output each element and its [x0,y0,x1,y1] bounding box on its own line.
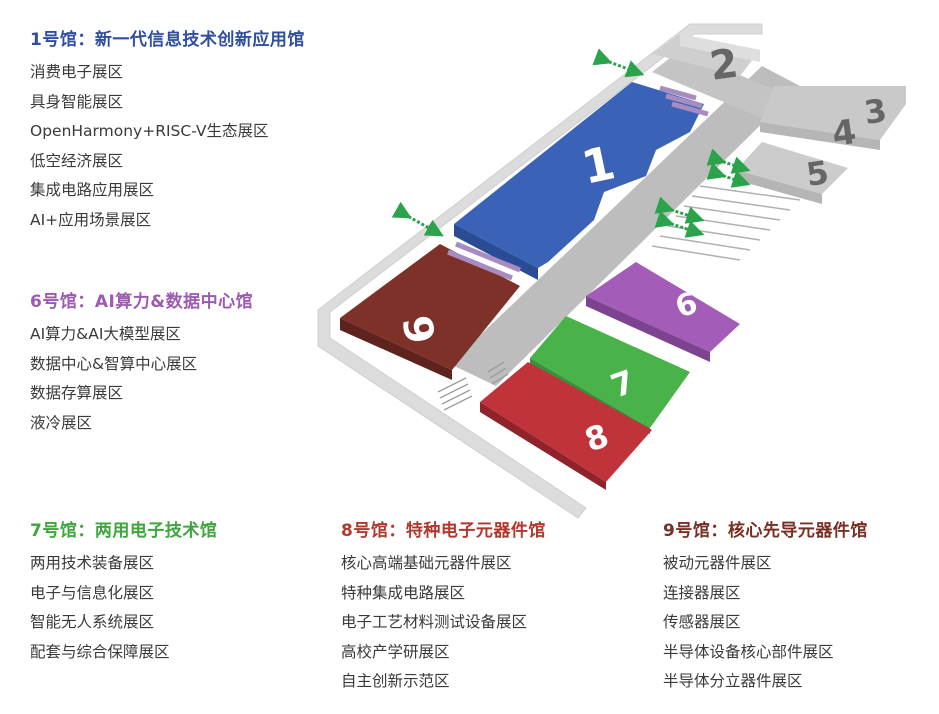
list-item: 智能无人系统展区 [30,613,155,631]
hall-5[interactable]: 5 [736,142,848,204]
hall-7-title: 7号馆：两用电子技术馆 [30,521,218,541]
list-item: AI算力&AI大模型展区 [30,325,181,343]
hall-4-label: 4 [830,112,859,155]
list-item: 被动元器件展区 [663,554,772,572]
hall-9-legend: 9号馆：核心先导元器件馆 被动元器件展区 连接器展区 传感器展区 半导体设备核心… [663,519,868,697]
hall-6[interactable]: 6 [586,262,740,362]
list-item: 电子工艺材料测试设备展区 [341,613,528,631]
list-item: 集成电路应用展区 [30,181,155,199]
hall-5-label: 5 [804,153,831,194]
list-item: 传感器展区 [663,613,741,631]
list-item: 电子与信息化展区 [30,583,155,602]
hall-9-connectors [447,241,521,281]
hall-3-label: 3 [862,91,889,132]
hall-9[interactable]: 9 [340,244,520,380]
entrance-stairs [437,361,509,411]
list-item: AI+应用场景展区 [30,210,152,229]
hall-8[interactable]: 8 [480,362,652,490]
list-item: 数据中心&智算中心展区 [30,354,198,373]
list-item: 具身智能展区 [30,92,124,111]
hall-1-connectors [659,85,709,117]
hall-1[interactable]: 1 [454,82,704,280]
north-corridor [652,50,790,118]
hall-2-label: 2 [707,40,741,89]
hall-1-legend: 1号馆：新一代信息技术创新应用馆 消费电子展区 具身智能展区 OpenHarmo… [30,28,305,235]
hall-4-3[interactable]: 4 3 [760,86,906,155]
list-item: 两用技术装备展区 [30,554,155,572]
list-item: 半导体分立器件展区 [663,672,803,690]
hall-9-title: 9号馆：核心先导元器件馆 [663,521,868,541]
list-item: 连接器展区 [663,583,741,602]
perimeter-road [317,23,763,519]
list-item: 数据存算展区 [30,384,124,402]
hall-8-legend: 8号馆：特种电子元器件馆 核心高端基础元器件展区 特种集成电路展区 电子工艺材料… [341,519,546,697]
hall-6-title: 6号馆：AI算力&数据中心馆 [30,292,254,312]
hall-6-legend: 6号馆：AI算力&数据中心馆 AI算力&AI大模型展区 数据中心&智算中心展区 … [30,290,253,438]
list-item: 核心高端基础元器件展区 [341,554,512,572]
list-item: 配套与综合保障展区 [30,642,170,661]
hall-2[interactable]: 2 [652,34,760,90]
list-item: 液冷展区 [30,413,93,432]
list-item: 自主创新示范区 [341,672,450,690]
list-item: OpenHarmony+RISC-V生态展区 [30,122,269,140]
list-item: 低空经济展区 [30,151,124,170]
hall-1-title: 1号馆：新一代信息技术创新应用馆 [30,30,305,50]
list-item: 消费电子展区 [30,63,124,81]
hall-8-title: 8号馆：特种电子元器件馆 [341,521,546,541]
central-corridor [450,66,800,386]
hall-7-legend: 7号馆：两用电子技术馆 两用技术装备展区 电子与信息化展区 智能无人系统展区 配… [30,519,217,667]
list-item: 特种集成电路展区 [341,583,466,602]
list-item: 半导体设备核心部件展区 [663,642,834,661]
list-item: 高校产学研展区 [341,642,450,661]
passage-arrow-icon [391,48,751,238]
